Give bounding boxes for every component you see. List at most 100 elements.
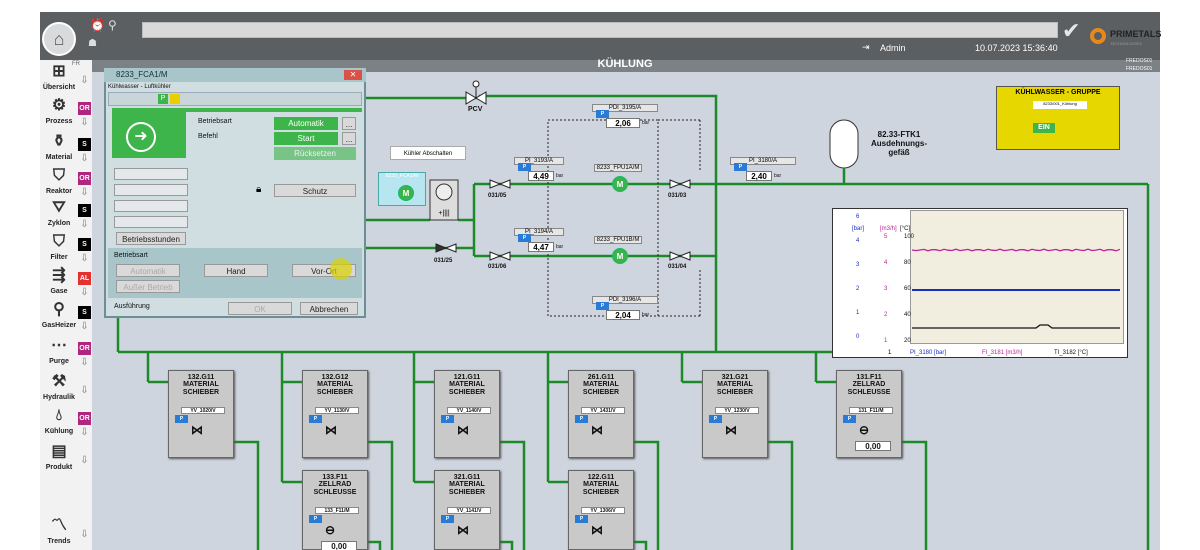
befehl-more-button[interactable]: ... [342,132,356,145]
nav-item-zyklon[interactable]: ⛛Zyklon [40,196,78,236]
nav-item-übersicht[interactable]: ⊞Übersicht [40,60,78,100]
unit-type: ZELLRAD SCHLEUSSE [847,381,891,396]
logout-icon[interactable]: ⇥ [862,42,870,52]
nav-expand-arrow-icon[interactable]: ⇩ [80,321,89,332]
nav-item-produkt[interactable]: ▤Produkt [40,440,78,480]
ok-button[interactable]: OK [228,302,292,315]
nav-item-gasheizer[interactable]: ⚲GasHeizer [40,298,78,338]
unit-tag: YV_1141/V [447,507,491,514]
nav-item-purge[interactable]: ⋯Purge [40,334,78,374]
gate-valve-icon[interactable]: ⋈ [325,423,337,437]
unit-speed-value: 0,00 [855,441,891,451]
rotary-valve-icon[interactable]: ⊖ [325,523,336,537]
p-icon[interactable]: P [158,94,168,104]
ruecksetzen-button[interactable]: Rücksetzen [274,147,356,160]
unit-name: 321.G21 [721,374,749,381]
logo-ring-icon [1090,28,1106,44]
nav-item-gase[interactable]: ⇶Gase [40,264,78,304]
fan-motor-icon[interactable]: M [398,185,414,201]
group-ein-button[interactable]: EIN [1033,123,1055,133]
nav-item-reaktor[interactable]: ⛉Reaktor [40,164,78,204]
nav-expand-arrow-icon[interactable]: ⇩ [80,187,89,198]
nav-reaktor-icon: ⛉ [52,167,65,184]
alarm-clock-icon[interactable]: ⏰ [90,18,105,32]
befehl-value: Start [274,132,338,145]
unit-name: 131.F11 [856,374,882,381]
checkmark-icon[interactable]: ✔ [1062,18,1081,43]
unit-type: MATERIAL SCHIEBER [182,381,220,396]
betriebsstunden-button[interactable]: Betriebsstunden [116,232,186,245]
axis-tick-label: 20 [904,338,911,344]
gate-valve-icon[interactable]: ⋈ [457,423,469,437]
automatik-button[interactable]: Automatik [116,264,180,277]
schutz-button[interactable]: Schutz [274,184,356,197]
nav-expand-arrow-icon[interactable]: ⇩ [80,75,89,86]
gate-valve-icon[interactable]: ⋈ [591,523,603,537]
hand-button[interactable]: Hand [204,264,268,277]
valve-031-05-label[interactable]: 031/05 [488,193,507,199]
pump-fpu1b-icon[interactable]: M [612,248,628,264]
nav-expand-arrow-icon[interactable]: ⇩ [80,253,89,264]
axis-tick-label: 6 [856,214,860,220]
nav-item-kühlung[interactable]: 💧︎Kühlung [40,404,78,444]
pump-fpu1a-icon[interactable]: M [612,176,628,192]
nav-expand-arrow-icon[interactable]: ⇩ [80,117,89,128]
valve-031-25-label[interactable]: 031/25 [434,258,453,264]
unit-name: 133.F11 [322,474,348,481]
unit-p-icon: P [575,415,588,423]
nav-expand-arrow-icon[interactable]: ⇩ [80,529,89,540]
nav-expand-arrow-icon[interactable]: ⇩ [80,287,89,298]
nav-label: Produkt [45,464,73,471]
valve-031-06-label[interactable]: 031/06 [488,264,507,270]
kuehlwasser-gruppe-panel[interactable]: KÜHLWASSER - GRUPPE 8233/001_Kühlung EIN [996,86,1120,150]
axis-tick-label: 40 [904,312,911,318]
nav-expand-arrow-icon[interactable]: ⇩ [80,153,89,164]
axis-tick-label: 1 [884,338,888,344]
nav-item-filter[interactable]: ⛉Filter [40,230,78,270]
nav-item-material[interactable]: ⚱Material [40,130,78,170]
valve-031-03-label[interactable]: 031/03 [668,193,687,199]
printer-icon[interactable]: ☗ [88,38,97,49]
nav-label: Filter [50,254,68,261]
betriebsart-more-button[interactable]: ... [342,117,356,130]
nav-label: GasHeizer [41,322,77,329]
unit-tag: 131_F11/M [849,407,893,414]
nav-item-hydraulik[interactable]: ⚒Hydraulik [40,370,78,410]
nav-item-trends[interactable]: 〽Trends [40,514,78,550]
gate-valve-icon[interactable]: ⋈ [591,423,603,437]
magnifier-icon[interactable]: ⚲ [108,18,117,32]
command-input[interactable] [142,22,1058,38]
nav-item-prozess[interactable]: ⚙Prozess [40,94,78,134]
trend-plot-area [910,210,1124,344]
fan-tag: 8233_FCA1/M [385,173,419,179]
abbrechen-button[interactable]: Abbrechen [300,302,358,315]
pi-3194-tag: PI_3194/A [514,228,564,236]
nav-expand-arrow-icon[interactable]: ⇩ [80,385,89,396]
home-button[interactable]: ⌂ [42,22,76,56]
rotary-valve-icon[interactable]: ⊖ [859,423,870,437]
unit-name: 132.G11 [187,374,215,381]
gate-valve-icon[interactable]: ⋈ [191,423,203,437]
unit-type: MATERIAL SCHIEBER [716,381,754,396]
kuehler-abschalten-button[interactable]: Kühler Abschalten [390,146,466,160]
close-icon[interactable]: ✕ [344,70,362,80]
folder-icon[interactable] [170,94,180,104]
nav-expand-arrow-icon[interactable]: ⇩ [80,219,89,230]
nav-expand-arrow-icon[interactable]: ⇩ [80,427,89,438]
valve-031-04-label[interactable]: 031/04 [668,264,687,270]
nav-expand-arrow-icon[interactable]: ⇩ [80,357,89,368]
gate-valve-icon[interactable]: ⋈ [725,423,737,437]
gate-valve-icon[interactable]: ⋈ [457,523,469,537]
nav-expand-arrow-icon[interactable]: ⇩ [80,455,89,466]
date-time: 10.07.2023 15:36:40 [975,43,1058,53]
ausser-betrieb-button[interactable]: Außer Betrieb [116,280,180,293]
